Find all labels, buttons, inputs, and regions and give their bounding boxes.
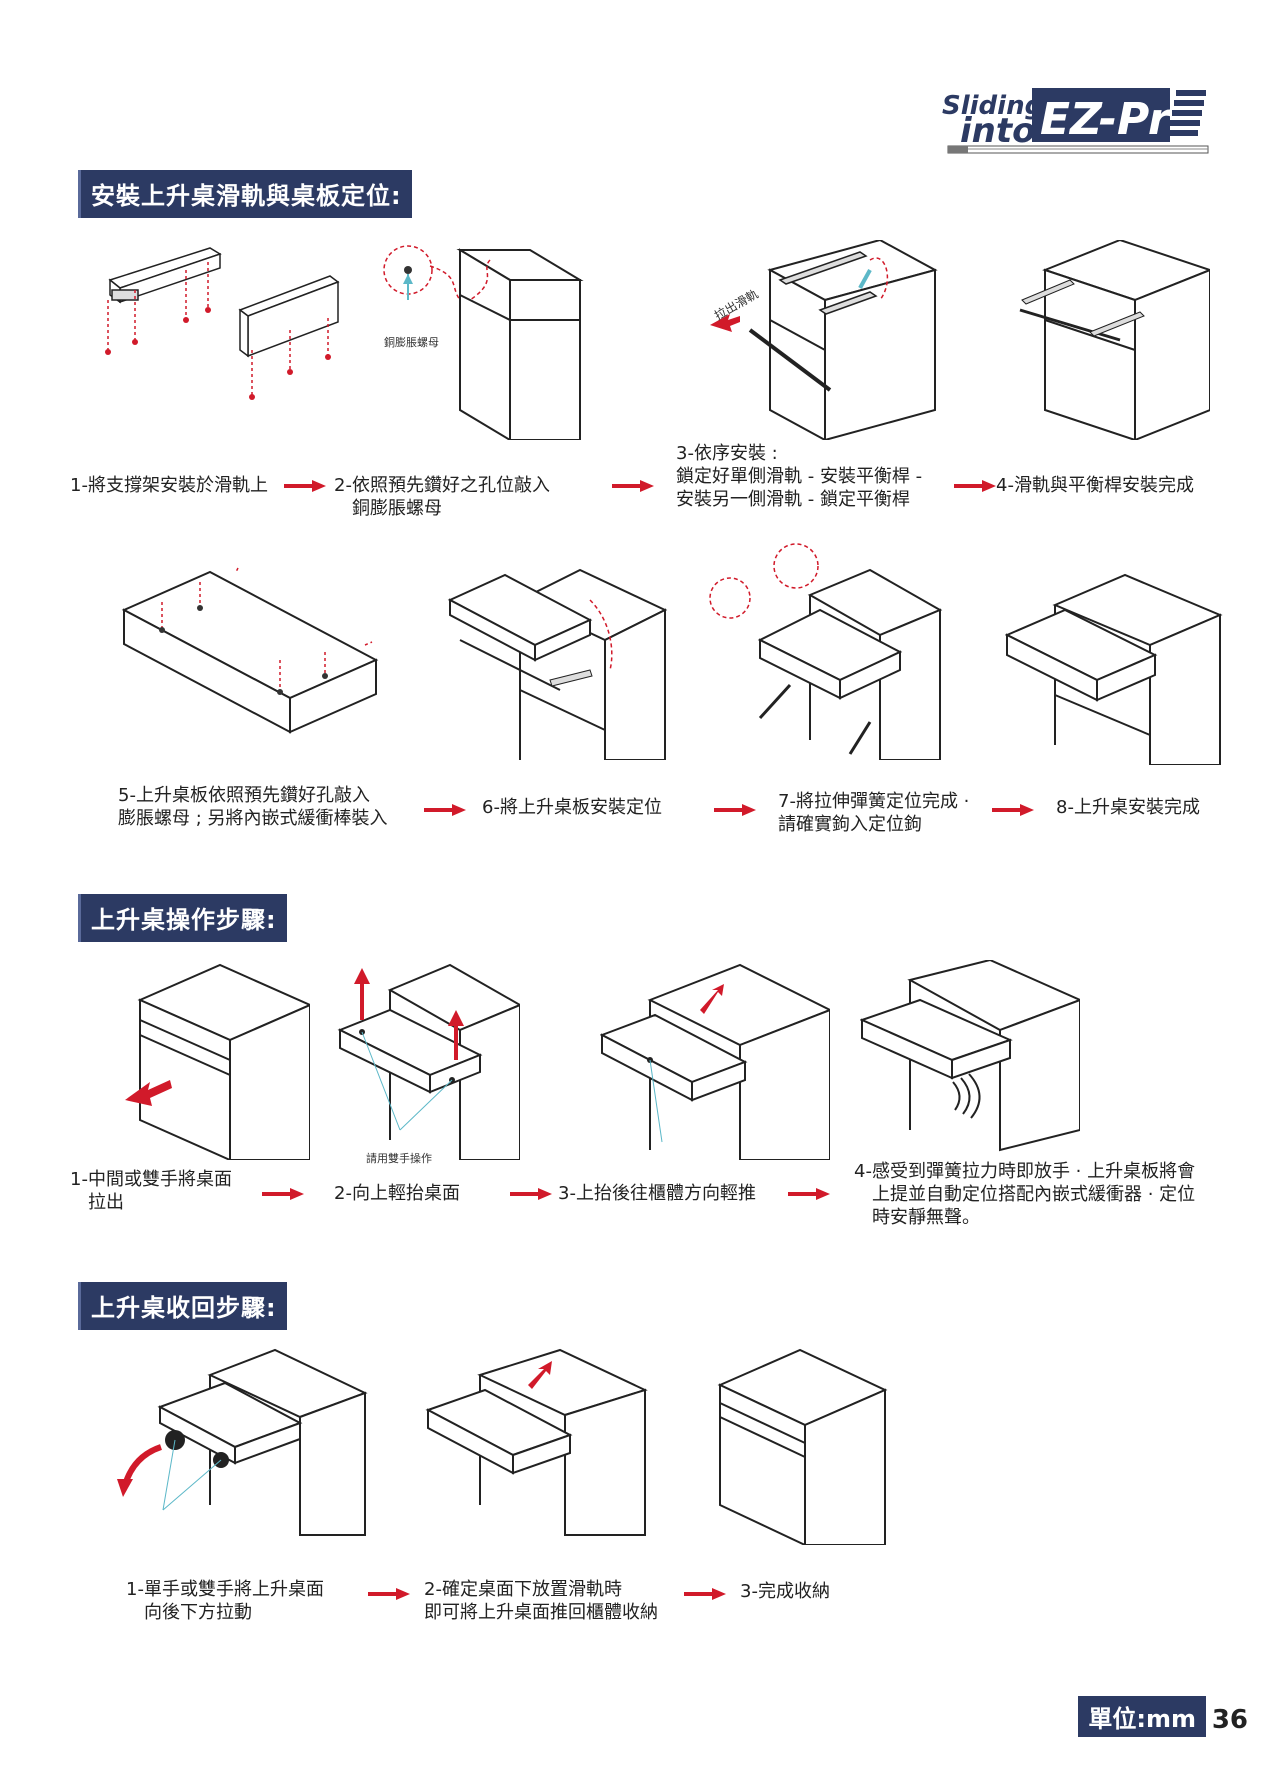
page-number: 36: [1211, 1705, 1248, 1735]
operate-step-3: 3-上抬後往櫃體方向輕推: [558, 1183, 756, 1204]
install-step-7: 7-將拉伸彈簧定位完成 · 請確實鉤入定位鉤: [778, 791, 970, 835]
logo-word-sliding: Sliding: [942, 91, 1043, 121]
spring-hook-figure: [700, 540, 950, 761]
install-step-8: 8-上升桌安裝完成: [1056, 797, 1200, 818]
install-step-4: 4-滑軌與平衡桿安裝完成: [996, 475, 1194, 496]
retract-step-3: 3-完成收納: [740, 1581, 830, 1602]
install-step-1: 1-將支撐架安裝於滑軌上: [70, 475, 268, 496]
install-step-2: 2-依照預先鑽好之孔位敲入 銅膨脹螺母: [334, 475, 550, 519]
arrow-right-icon: [788, 1186, 830, 1205]
retract-fig-2: [420, 1345, 650, 1545]
install-section-title: 安裝上升桌滑軌與桌板定位:: [78, 170, 412, 218]
cabinet-rail-figure: [710, 238, 940, 442]
desk-complete-figure: [1004, 565, 1225, 766]
arrow-right-icon: [424, 802, 466, 821]
brand-logo: Sliding into EZ-Pro: [940, 86, 1240, 158]
operate-fig-4: [859, 958, 1083, 1160]
arrow-right-icon: [954, 478, 996, 497]
retract-step-2: 2-確定桌面下放置滑軌時 即可將上升桌面推回櫃體收納: [424, 1579, 658, 1623]
arrow-right-icon: [368, 1586, 410, 1605]
install-step-6: 6-將上升桌板安裝定位: [482, 797, 662, 818]
cabinet-rails-complete-figure: [1010, 238, 1213, 442]
rail-bracket-figure-2: [230, 270, 350, 410]
operate-fig-2: [330, 960, 523, 1161]
operate-fig-1: [120, 960, 313, 1162]
arrow-right-icon: [510, 1186, 552, 1205]
arrow-right-icon: [714, 802, 756, 821]
install-step-5: 5-上升桌板依照預先鑽好孔敲入 膨脹螺母 ; 另將內嵌式緩衝棒裝入: [118, 785, 388, 829]
arrow-right-icon: [612, 478, 654, 497]
arrow-right-icon: [262, 1186, 304, 1205]
retract-section-title: 上升桌收回步驟:: [78, 1282, 287, 1330]
arrow-right-icon: [284, 478, 326, 497]
two-hands-label: 請用雙手操作: [366, 1152, 432, 1165]
operate-fig-3: [599, 960, 833, 1161]
operate-step-4: 4-感受到彈簧拉力時即放手 · 上升桌板將會 上提並自動定位搭配內嵌式緩衝器 ·…: [854, 1161, 1196, 1228]
retract-fig-3: [700, 1345, 890, 1547]
unit-badge: 單位:mm: [1078, 1696, 1206, 1737]
logo-word-ezpro: EZ-Pro: [1040, 94, 1200, 145]
arrow-right-icon: [992, 802, 1034, 821]
operate-section-title: 上升桌操作步驟:: [78, 894, 287, 942]
desk-board-figure: [120, 560, 390, 740]
rail-bracket-figure: [100, 240, 230, 370]
desk-install-figure: [440, 560, 670, 761]
logo-word-into: into: [960, 111, 1035, 151]
retract-step-1: 1-單手或雙手將上升桌面 向後下方拉動: [126, 1579, 324, 1623]
cabinet-nut-figure: [370, 240, 590, 442]
nut-label: 銅膨脹螺母: [384, 336, 439, 349]
retract-fig-1: [115, 1345, 375, 1545]
operate-step-2: 2-向上輕抬桌面: [334, 1183, 460, 1204]
operate-step-1: 1-中間或雙手將桌面 拉出: [70, 1169, 232, 1213]
arrow-right-icon: [684, 1586, 726, 1605]
install-step-3: 3-依序安裝 : 鎖定好單側滑軌 - 安裝平衡桿 - 安裝另一側滑軌 - 鎖定平…: [676, 443, 923, 510]
